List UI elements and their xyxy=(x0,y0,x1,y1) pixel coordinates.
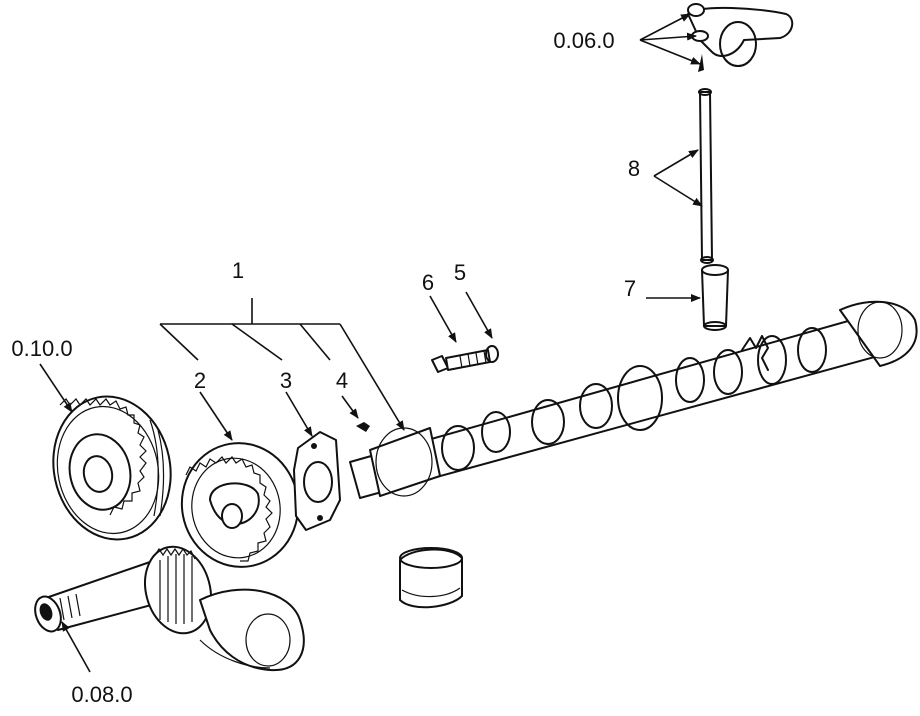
callout-6: 6 xyxy=(422,270,434,295)
callout-5: 5 xyxy=(454,260,466,285)
leader-lines xyxy=(39,13,703,673)
callout-0-06-0: 0.06.0 xyxy=(553,28,614,53)
callout-8: 8 xyxy=(628,156,640,181)
washer-part-5 xyxy=(485,345,499,363)
bolt-part-6 xyxy=(431,349,491,373)
callout-0-08-0: 0.08.0 xyxy=(71,682,132,707)
camshaft-bushing xyxy=(399,547,463,609)
idler-gear-0-10-0 xyxy=(52,395,172,541)
rocker-arm-assembly-0-06-0 xyxy=(687,3,794,72)
callout-3: 3 xyxy=(280,368,292,393)
camshaft-part-1 xyxy=(349,300,918,499)
tappet-part-7 xyxy=(701,264,729,331)
camshaft-gear-part-2 xyxy=(180,442,300,568)
callout-4: 4 xyxy=(336,368,348,393)
woodruff-key-part-4 xyxy=(356,422,370,432)
callout-0-10-0: 0.10.0 xyxy=(11,336,72,361)
callout-1: 1 xyxy=(232,258,244,283)
crankshaft-assembly-0-08-0 xyxy=(34,545,305,672)
callout-2: 2 xyxy=(194,368,206,393)
thrust-plate-part-3 xyxy=(293,431,341,531)
push-rod-part-8 xyxy=(698,88,714,264)
callout-7: 7 xyxy=(624,276,636,301)
